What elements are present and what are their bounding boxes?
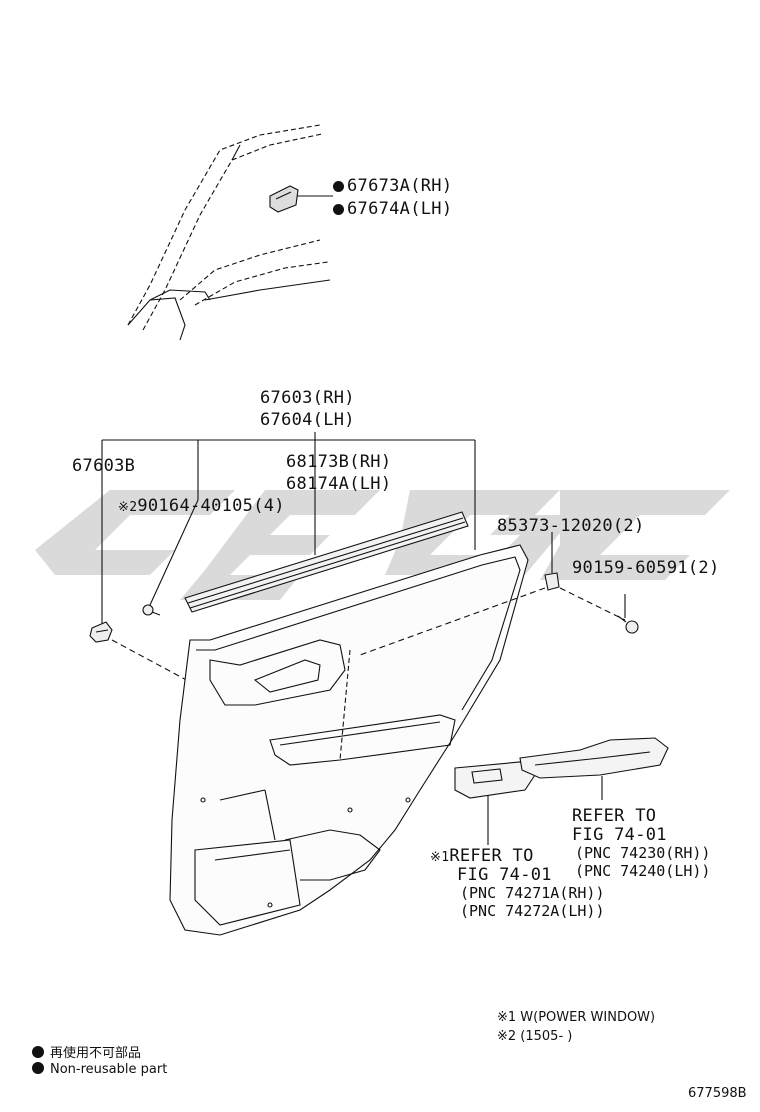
note-1-mark: ※1 — [430, 850, 450, 865]
screw-90159 — [617, 594, 639, 634]
glass-clip-lh-label: 67674A(LH) — [333, 199, 452, 219]
armrest-pnc-lh: (PNC 74240(LH)) — [575, 862, 711, 880]
retainer-dashed-leader — [359, 587, 546, 656]
watermark-logo — [35, 490, 730, 600]
armrest-ref-line1: REFER TO — [572, 806, 657, 826]
legend-dot-icon — [32, 1062, 44, 1074]
clip-b-label: 67603B — [72, 456, 136, 476]
screw-90159-label: 90159-60591(2) — [572, 558, 720, 578]
trim-board-lh-label: 67604(LH) — [260, 410, 355, 430]
note-2-mark: ※2 — [118, 500, 138, 515]
door-frame-outline — [127, 124, 329, 331]
armrest-part — [519, 737, 669, 800]
switch-ref-line2: FIG 74-01 — [457, 865, 552, 885]
screw-dashed-leader — [559, 587, 626, 621]
footnote-2: ※2 (1505- ) — [497, 1029, 573, 1044]
retainer-label: 85373-12020(2) — [497, 516, 645, 536]
legend-dot-icon — [32, 1046, 44, 1058]
retainer-85373 — [544, 532, 560, 591]
clip-dashed-leader — [111, 639, 206, 691]
switch-pnc-lh: (PNC 74272A(LH)) — [460, 902, 605, 920]
trim-board-bracket — [101, 432, 476, 625]
screw-90164-label: ※290164-40105(4) — [118, 496, 285, 516]
weatherstrip — [184, 511, 469, 613]
legend-jp: 再使用不可部品 — [32, 1042, 141, 1061]
door-frame-solid — [127, 144, 331, 341]
switch-ref-line1: ※1REFER TO — [430, 846, 534, 866]
clip-67603b — [89, 621, 113, 643]
non-reusable-dot-icon — [333, 181, 344, 192]
figure-id: 677598B — [688, 1086, 747, 1101]
legend-en: Non-reusable part — [32, 1062, 167, 1077]
non-reusable-dot-icon — [333, 204, 344, 215]
screw-90164 — [142, 604, 161, 616]
armrest-pnc-rh: (PNC 74230(RH)) — [575, 844, 711, 862]
weatherstrip-rh-label: 68173B(RH) — [286, 452, 392, 472]
trim-board-rh-label: 67603(RH) — [260, 388, 355, 408]
switch-pnc-rh: (PNC 74271A(RH)) — [460, 884, 605, 902]
footnote-1: ※1 W(POWER WINDOW) — [497, 1010, 656, 1025]
weatherstrip-lh-label: 68174A(LH) — [286, 474, 392, 494]
glass-clip-rh-label: 67673A(RH) — [333, 176, 452, 196]
window-switch-bezel — [454, 761, 536, 845]
armrest-ref-line2: FIG 74-01 — [572, 825, 667, 845]
door-trim-panel — [169, 544, 529, 936]
glass-clip-part — [269, 185, 299, 213]
